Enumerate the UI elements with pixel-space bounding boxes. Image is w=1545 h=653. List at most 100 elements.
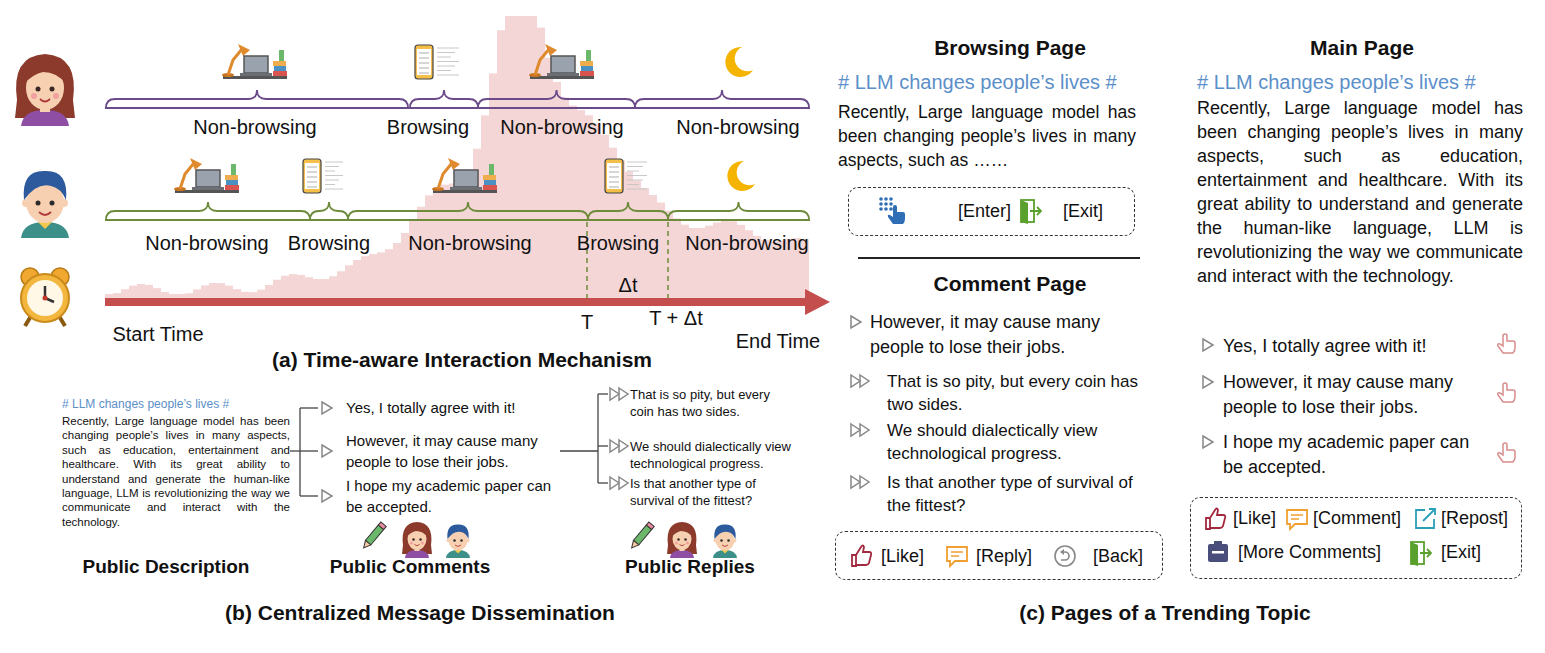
phone-icon [307, 186, 317, 187]
activity-histogram [257, 290, 265, 298]
comment-text: However, it may cause many people to los… [346, 430, 561, 472]
back-icon [1055, 546, 1075, 566]
enter-icon [884, 202, 888, 206]
activity-histogram [345, 265, 353, 298]
activity-histogram [305, 277, 313, 298]
item-triangle [1203, 376, 1213, 388]
like-icon [852, 546, 871, 567]
click-hand-icon [1498, 443, 1515, 462]
exit-icon [1030, 207, 1041, 215]
activity-histogram [145, 285, 153, 298]
phone-icon [307, 181, 317, 182]
back-icon [1055, 546, 1075, 566]
working-desk-icon [190, 158, 202, 170]
phone-icon [419, 67, 429, 68]
action-button-label: [Back] [1093, 546, 1143, 568]
topic-description: Recently, Large language model has been … [62, 414, 290, 529]
boy-avatar [714, 524, 735, 539]
phone-icon [627, 189, 647, 190]
enter-icon [879, 207, 883, 211]
pen-icon [361, 522, 386, 550]
topic-description: Recently, Large language model has been … [1197, 96, 1523, 288]
woman-avatar [31, 93, 37, 99]
phone-icon [307, 176, 317, 177]
page-title: Main Page [1232, 35, 1492, 60]
item-triangle [322, 490, 332, 502]
activity-histogram [361, 256, 369, 298]
exit-icon [1420, 549, 1431, 557]
tree-line [300, 407, 318, 408]
comment-text: Yes, I totally agree with it! [346, 397, 576, 418]
enter-icon [879, 197, 905, 224]
phone-icon [437, 66, 455, 67]
phone-icon [437, 57, 451, 58]
woman-avatar [415, 545, 420, 546]
tree-line [290, 450, 300, 451]
tree-line [598, 393, 608, 394]
repost-icon [1416, 510, 1434, 528]
activity-histogram [273, 280, 281, 298]
tree-line [300, 450, 318, 451]
activity-histogram [137, 284, 145, 298]
curly-brace [106, 202, 310, 220]
working-desk-icon [529, 44, 594, 79]
topic-hashtag: # LLM changes people’s lives # [838, 70, 1138, 94]
reply-double-triangle [610, 388, 628, 400]
activity-histogram [297, 275, 305, 298]
phone-icon [609, 181, 619, 182]
curly-brace [668, 202, 809, 220]
reply-double-triangle [610, 477, 628, 489]
reply-double-triangle [610, 477, 619, 489]
time-label: T + Δt [631, 306, 721, 330]
activity-histogram [329, 276, 337, 298]
phone-icon [627, 166, 643, 167]
activity-histogram [665, 211, 673, 298]
activity-histogram [193, 289, 201, 298]
phone-icon [605, 159, 623, 193]
exit-icon [1411, 542, 1418, 566]
phone-icon [609, 166, 619, 167]
comment-icon [947, 547, 967, 566]
topic-hashtag: # LLM changes people’s lives # [1197, 70, 1517, 94]
curly-brace [106, 90, 408, 108]
reply-double-triangle [619, 388, 628, 400]
activity-histogram [265, 285, 273, 298]
woman-avatar [672, 525, 693, 537]
phone-icon [307, 166, 317, 167]
phone-icon [307, 171, 317, 172]
working-desk-icon [450, 187, 482, 190]
item-triangle [1203, 436, 1213, 448]
action-button-label: [Repost] [1441, 508, 1508, 530]
reply-double-triangle [851, 476, 869, 488]
phone-icon [419, 72, 429, 73]
time-marker [667, 222, 669, 298]
more-comments-icon [1208, 544, 1228, 562]
phone-icon [419, 52, 429, 53]
woman-avatar [667, 522, 697, 554]
woman-avatar [36, 87, 41, 92]
alarm-clock-icon [21, 268, 69, 326]
enter-icon [884, 197, 888, 201]
activity-histogram [313, 279, 321, 298]
activity-histogram [673, 219, 681, 298]
comment-icon [1287, 510, 1307, 529]
working-desk-icon [545, 44, 557, 56]
action-button-label: [Comment] [1313, 508, 1401, 530]
like-icon [1206, 509, 1225, 530]
woman-avatar [50, 87, 55, 92]
reply-double-triangle [610, 388, 619, 400]
woman-avatar [412, 538, 415, 541]
comment-text: I hope my academic paper can be accepted… [1223, 430, 1488, 480]
working-desk-icon [192, 187, 224, 190]
activity-label: Non-browsing [487, 115, 637, 139]
time-axis [105, 298, 808, 306]
working-desk-icon [581, 66, 593, 71]
section-label: Public Description [56, 556, 276, 579]
activity-histogram [289, 274, 297, 298]
page-separator [858, 257, 1140, 259]
item-triangle [1203, 339, 1213, 351]
boy-avatar [727, 539, 730, 542]
activity-histogram [177, 294, 185, 298]
